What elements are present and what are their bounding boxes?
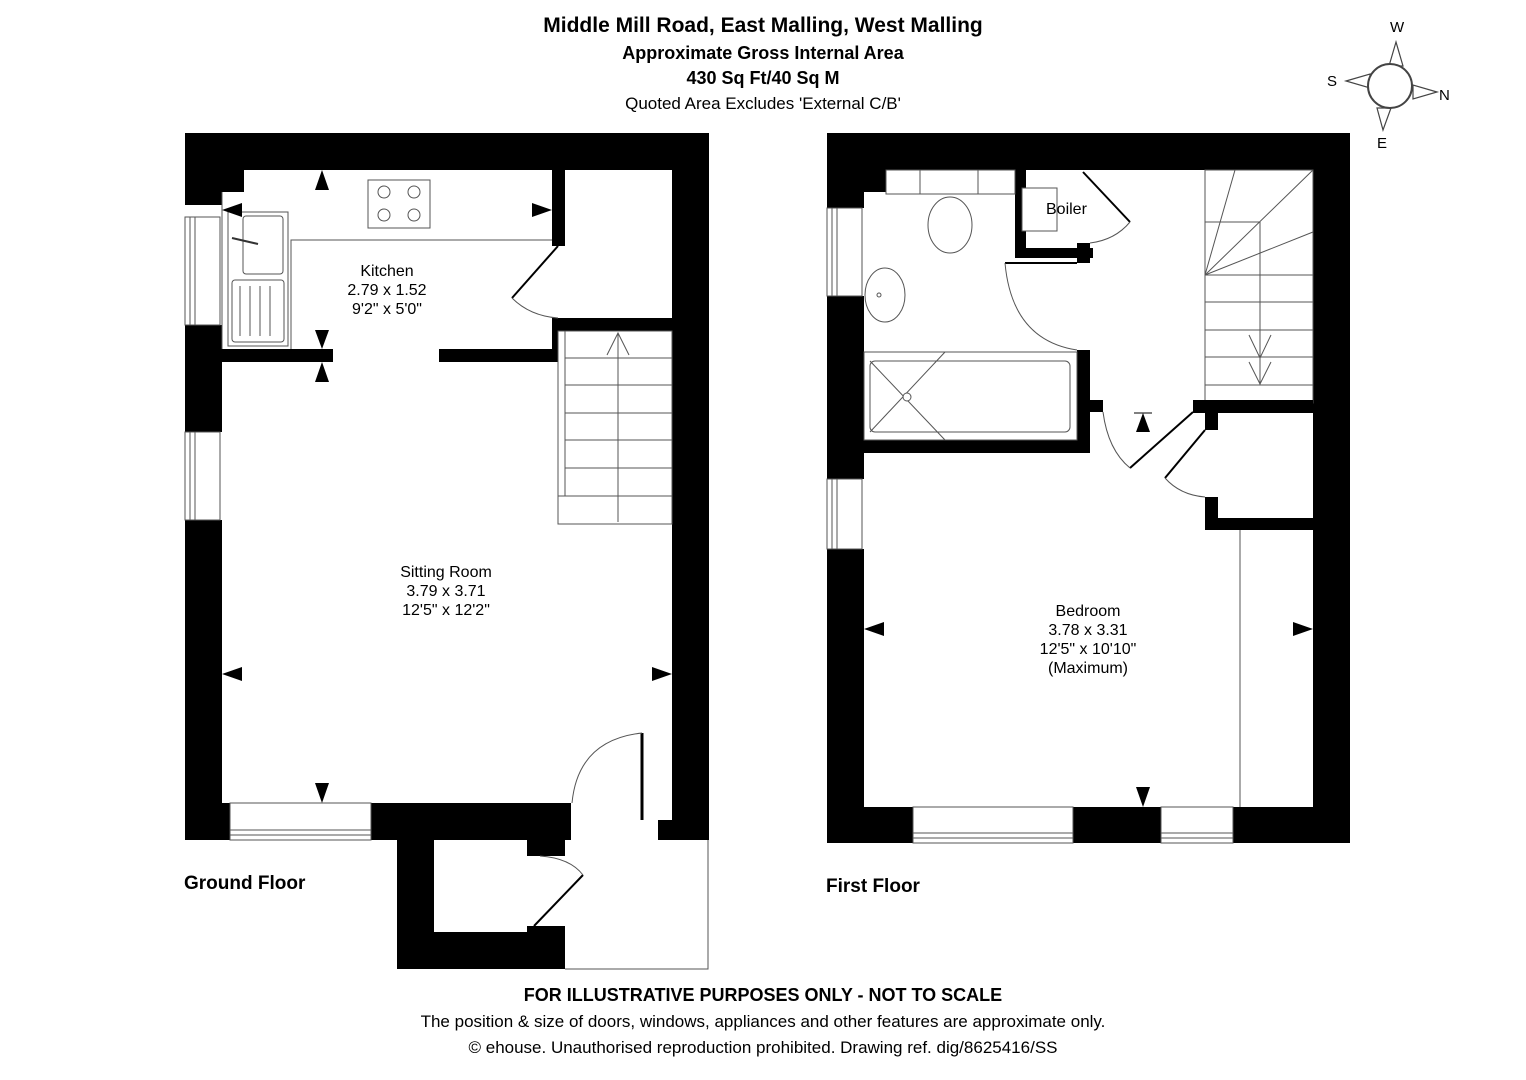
ground-floor-plan [184,133,709,970]
room-size-metric: 3.79 x 3.71 [406,583,486,600]
disclaimer: FOR ILLUSTRATIVE PURPOSES ONLY - NOT TO … [523,985,1003,1005]
room-size-imperial: 12'5" x 12'2" [402,602,490,619]
first-floor-label: First Floor [826,876,920,897]
room-name: Kitchen [360,263,414,280]
room-label-kitchen: Kitchen 2.79 x 1.52 9'2" x 5'0" [317,262,457,319]
room-size-metric: 3.78 x 3.31 [1048,622,1128,639]
room-size-note: (Maximum) [1048,660,1128,677]
area-note: Quoted Area Excludes 'External C/B' [625,94,901,113]
compass-west-label: W [1390,19,1405,36]
room-size-imperial: 12'5" x 10'10" [1039,641,1137,658]
property-address: Middle Mill Road, East Malling, West Mal… [543,14,983,37]
compass-icon [1343,39,1440,132]
ground-floor-label: Ground Floor [184,873,306,894]
first-floor-plan [826,133,1350,844]
room-label-bedroom: Bedroom 3.78 x 3.31 12'5" x 10'10" (Maxi… [1013,602,1163,678]
compass-south-label: S [1327,73,1338,90]
room-name: Sitting Room [400,564,492,581]
room-size-imperial: 9'2" x 5'0" [352,301,422,318]
room-label-sitting-room: Sitting Room 3.79 x 3.71 12'5" x 12'2" [366,563,526,620]
compass-north-label: N [1439,87,1450,104]
compass-east-label: E [1377,135,1388,152]
approximation-note: The position & size of doors, windows, a… [420,1012,1106,1031]
room-size-metric: 2.79 x 1.52 [347,282,427,299]
area-title: Approximate Gross Internal Area [622,43,904,63]
room-name: Bedroom [1055,603,1121,620]
area-value: 430 Sq Ft/40 Sq M [686,68,840,88]
copyright-note: © ehouse. Unauthorised reproduction proh… [468,1038,1058,1057]
room-label-boiler: Boiler [1046,201,1087,218]
